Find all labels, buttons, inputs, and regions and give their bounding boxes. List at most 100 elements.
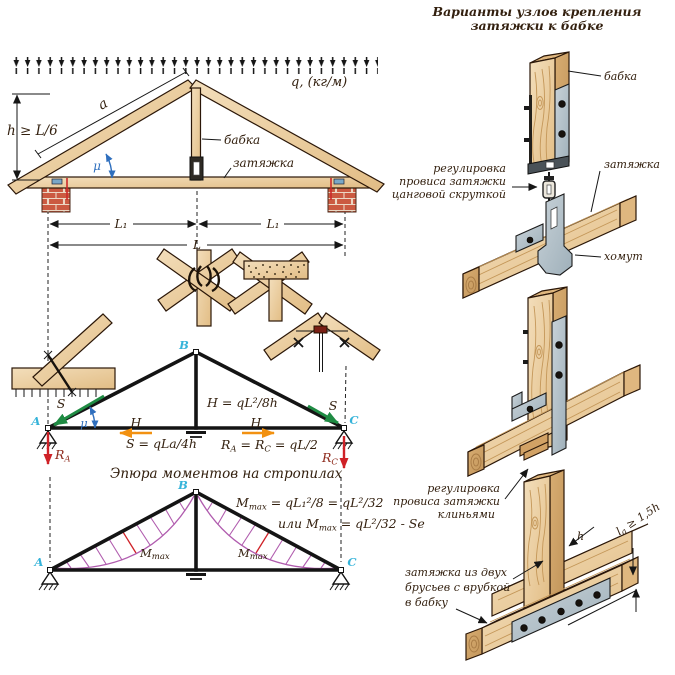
wedge-2 [523,441,549,461]
post1-grain [532,65,551,170]
post-callout: бабка [201,133,260,147]
angle-label: μ [93,159,101,173]
mid-support-moment [186,573,206,580]
detail-apex-hooks [156,248,240,327]
svg-text:провиса затяжки: провиса затяжки [393,495,500,508]
mmax-equation-2: или Mmax = qL²/32 - Se [278,516,425,534]
mu-label: μ [80,416,87,430]
variant-2-wedges: регулировка провиса затяжки клиньями [393,286,641,521]
node-c-label-moment: C [347,555,357,569]
khomut-leader [574,254,602,258]
post3-side [549,469,565,605]
h-equation: H = qL²/8h [206,395,278,410]
svg-text:провиса затяжки: провиса затяжки [399,175,506,188]
beam3-end-left [465,627,483,661]
beam3-end-right [621,556,639,592]
mmax-label-right: Mmax [237,546,268,562]
variant-3-notched: h la ≥ 1,5h затяжка из двух брусьев с вр… [405,469,662,661]
tie-label: затяжка [233,156,294,170]
ra-label: RA [54,447,71,465]
node-a-label: A [31,414,41,428]
nails [248,264,305,278]
rafter-length-dimension: a [34,67,190,159]
height-dimension: h ≥ L/6 [7,93,58,181]
support-a-moment [38,570,60,591]
dim-l1-right: L₁ [266,217,280,231]
reg1-label: регулировка провиса затяжки цанговой скр… [392,162,506,201]
dim-l: L [192,238,201,252]
khomut-label: хомут [604,250,643,263]
h-dim-arrow-1 [568,526,595,547]
zatyazhka-leader [590,170,601,213]
s-equation: S = qLa/4h [126,436,197,451]
angle-arc-force [89,406,99,429]
detail-eave-joint [11,313,116,397]
s-force-arrow-left [53,394,105,427]
force-diagram: A B C S S μ H H H = qL²/8h S = qLa/4h RA… [31,338,359,469]
right-title-line1: Варианты узлов крепления [432,4,642,19]
load-diagram: q, (кг/м) [10,57,378,90]
detail-apex-bolted [263,312,381,424]
s-force-arrow-right [307,404,339,425]
bolt-through [43,350,77,397]
h-dim-label: h [577,530,584,543]
rod-nut [313,325,328,334]
svg-text:брусьев с врубкой: брусьев с врубкой [405,581,510,594]
beam2-end-right [623,364,641,397]
tie2-label: затяжка из двух брусьев с врубкой в бабк… [405,566,510,609]
rc-label: RC [321,450,338,468]
mid-support [186,431,206,438]
support-a [36,429,58,450]
load-label: q, (кг/м) [291,75,347,90]
beam1-rings [465,276,477,294]
node-c-label: C [349,413,359,427]
dim-l1-left: L₁ [114,217,128,231]
node-a-label-moment: A [34,555,44,569]
moment-diagram: Эпюра моментов на стропилах [34,466,425,591]
svg-text:затяжка из двух: затяжка из двух [405,566,508,579]
reg2-arrow [504,468,529,500]
babka-leader [567,70,602,77]
tie-callout: затяжка [223,156,294,179]
height-label: h ≥ L/6 [7,123,58,139]
right-title: Варианты узлов крепления затяжки к бабке [432,4,642,33]
h-label-left: H [130,415,143,430]
post3-grain [527,483,547,587]
l-dim-line [567,589,638,626]
s-label-left: S [57,396,66,411]
svg-text:регулировка: регулировка [433,162,506,175]
moment-title: Эпюра моментов на стропилах [110,466,343,482]
post-label: бабка [224,133,260,147]
beam2-end-left [467,444,485,477]
distributed-load-arrows [10,57,378,74]
span-dimensions: L₁ L₁ L [49,217,344,252]
svg-text:в бабку: в бабку [405,596,448,609]
h-label-right: H [250,415,263,430]
truss-drawing: a h ≥ L/6 μ бабка затяжка L₁ L₁ [7,67,385,252]
support-hatching [15,389,97,397]
beam1-end-right [619,195,637,228]
mmax-label-left: Mmax [139,546,170,562]
node-b-label: B [178,338,189,352]
moment-hatching-right [206,502,327,569]
reg2-label: регулировка провиса затяжки клиньями [393,482,500,521]
angle-mark-truss: μ [93,153,116,179]
brick-pier-right [327,183,357,213]
post1-side-plate [554,83,570,169]
beam2-rings [470,453,482,471]
s-label-right: S [329,398,338,413]
right-rafter [189,79,385,193]
variant-1-turnbuckle: бабка затяжка хомут регулировка провиса … [392,51,660,299]
tie2-arrow [455,608,488,624]
support-c [332,429,354,450]
clamp-slot [550,206,558,230]
node-b-label-moment: B [177,478,188,492]
h-dim-arrow-2 [512,560,544,580]
svg-text:цанговой скруткой: цанговой скруткой [392,188,506,201]
post2-strap [551,315,567,456]
svg-text:клиньями: клиньями [438,508,495,521]
beam3-rings [468,635,480,653]
svg-text:регулировка: регулировка [427,482,500,495]
